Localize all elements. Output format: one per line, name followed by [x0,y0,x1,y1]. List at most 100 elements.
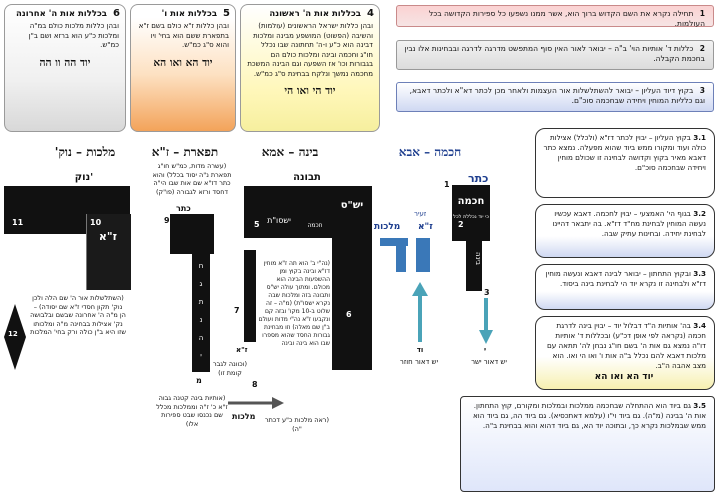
vav-bottom-note: (אותיות בינה קטנה גבוה ז"א כ' ז"ה וממלכו… [156,394,228,428]
vav-head [170,214,214,254]
sub-3-2-text: בגוף הי' האמצעי – יבוין לחכמה. דאבא עכשי… [552,209,706,238]
vav-char-2: ג [199,280,203,288]
card-6-formula: יוד הה וו הה [39,56,91,69]
heh1-number-6: 6 [346,310,352,319]
arrow-down-label: י [483,346,487,354]
vav-char-5: ה [198,334,204,342]
vav-number-9: 9 [164,216,170,225]
heh1-za-tag: ז"א [236,346,248,354]
column-tiferet: תפארת – ז"א [151,145,219,159]
vav-top-label: כתר [176,204,191,213]
sub-3-5-number: 3.5 [693,401,706,410]
card-heh-rishona: 4 בכללות אות ה' ראשונה ובהן כללות ישראל … [240,4,380,132]
vav-top-note: (עשרה מדות, כמ"ש חו"ג תפארת נ"ה יסוד בכל… [152,162,232,196]
heh2-number-10: 10 [90,218,102,227]
sub-3-1-text: בקוץ העליון – יבוין לכתר דז"א (ולכלל) אצ… [543,133,706,172]
step-3-bar: 3 בקוץ דיוד העליון – יבואר להשתלשלות אור… [396,82,714,112]
malchut-label: מלכות [374,222,401,232]
step-2-text: כללות ד' אותיות הוי' ב"ה – יבואר לאור הא… [404,44,705,63]
card-4-number: 4 [367,8,374,19]
sub-3-3-number: 3.3 [693,269,706,278]
sub-3-4: 3.4 בה' אותיות ה"ד דבלול יוד – יבוין בינ… [535,316,715,390]
arrow-up-svg [412,282,428,342]
step-2-number: 2 [699,44,705,53]
za-label: ז"א [418,222,433,232]
sub-3-3: 3.3 ובקוץ התחתון – יבואר לבינה דאבא ונעש… [535,264,715,310]
vav-stem [192,254,210,372]
sub-3-2-number: 3.2 [693,209,706,218]
heh1-arrow [228,397,284,409]
heh1-right-label: יש"ס [340,200,364,211]
heh1-malchut-note: (ראה מלכות כ"ע דכתר "ה) [264,416,329,433]
yud-body [452,185,490,241]
sub-3-2: 3.2 בגוף הי' האמצעי – יבוין לחכמה. דאבא … [535,204,715,258]
heh1-number-7: 7 [234,306,240,315]
step-1-bar: 1 תחילה נקרא את השם הקדוש ברוך הוא, אשר … [396,5,714,28]
heh1-number-5: 5 [254,220,260,229]
vav-char-1: ח [198,262,204,270]
card-6-title: בכללות אות ה' אחרונה [16,9,107,19]
vav-char-3: ת [198,298,204,306]
card-4-text: ובהן כללות ישראל הראשונים (עולמות) והשיב… [247,22,373,78]
vav-char-6: י [200,352,202,360]
yud-chochma-label: חכמה [457,196,485,207]
card-6-text: ובהן כללות מלכות כולם במ"ה ומלכות כ"ע הו… [28,22,119,49]
heh1-roof [244,186,372,238]
step-3-number: 3 [699,86,705,95]
vav-bottom-label: מ [196,376,202,385]
step-1-number: 1 [699,9,705,18]
sub-3-1-number: 3.1 [693,133,706,142]
sub-3-4-formula: יוד הא ואו הא [594,372,654,382]
sub-3-4-number: 3.4 [693,321,706,330]
sub-3-1: 3.1 בקוץ העליון – יבוין לכתר דז"א (ולכלל… [535,128,715,198]
heh2-za-label: ז"א [98,230,118,243]
arrow-up-label: וד [416,346,424,354]
sub-3-5-text: גם ביוד הוא ההתחלה שבחכמה ממלכות ובמלכות… [473,401,706,430]
blue-dalet [380,238,408,246]
arrow-up-caption: יש דאור חוזר [399,358,439,366]
card-4-formula: יוד הי ואו הי [284,85,336,97]
heh2-number-12: 12 [8,330,18,338]
yud-sub-label: כי יוד נכללת לכל [453,214,489,220]
yud-tail [466,241,482,291]
sub-3-3-text: ובקוץ התחתון – יבואר לבינה דאבא ונעשה מו… [545,269,706,288]
heh1-left-label: ישסו"ת [267,216,291,225]
heh2-note: (השתלשלות אור ה' שם הלה ולכן נוק' תקון ח… [30,294,126,336]
arrow-down-svg [479,298,493,344]
heh2-diamond [4,304,26,370]
card-vav: 5 בכללות אות ו' ובהן כללות ז"א כולם בשם … [130,4,236,132]
yud-number-1: 1 [444,180,450,189]
yud-number-2: 2 [458,220,464,229]
heh2-number-11: 11 [12,218,24,227]
heh1-right-leg [332,238,372,370]
heh2-top-label: נוק' [74,172,94,183]
heh1-number-8: 8 [252,380,258,389]
arrow-down-caption: יש דאור ישר [471,358,507,366]
heh1-small-note: (וכוונה לגבר קומת זו) [212,360,247,377]
blue-vav [416,238,430,272]
card-5-text: ובהן כללות ז"א כולם בשם ז"א בתפארת ששם ה… [138,22,229,49]
yud-keter-label: כתר [468,172,489,185]
heh1-malchut-label: מלכות [232,412,256,421]
sub-3-4-text: בה' אותיות ה"ד דבלול יוד – יבוין בינה לד… [546,321,706,370]
card-5-title: בכללות אות ו' [161,9,217,19]
card-5-formula: יוד הא ואו הא [153,56,213,69]
vav-char-4: נ [199,316,203,324]
card-5-number: 5 [223,8,230,19]
step-3-text: בקוץ דיוד העליון – יבואר להשתלשלות אור ה… [409,86,705,105]
heh1-small-label: חכמה [307,222,323,229]
sub-3-5: 3.5 גם ביוד הוא ההתחלה שבחכמה ממלכות ובמ… [460,396,715,492]
column-malchut: מלכות – נוק' [54,145,116,159]
card-heh-achrona: 6 בכללות אות ה' אחרונה ובהן כללות מלכות … [4,4,126,132]
zeir-label: זעיר [414,210,427,218]
heh1-top-label: תבונה [293,172,321,183]
heh2-za-block [86,214,131,290]
card-4-title: בכללות אות ה' ראשונה [269,9,361,19]
card-6-number: 6 [113,8,120,19]
step-2-bar: 2 כללות ד' אותיות הוי' ב"ה – יבואר לאור … [396,40,714,70]
yud-number-3: 3 [484,288,490,297]
step-1-text: תחילה נקרא את השם הקדוש ברוך הוא, אשר ממ… [429,9,705,28]
heh1-left-leg [244,250,256,342]
column-bina: בינה – אמא [261,145,319,159]
column-chochma: חכמה – אבא [398,145,462,159]
